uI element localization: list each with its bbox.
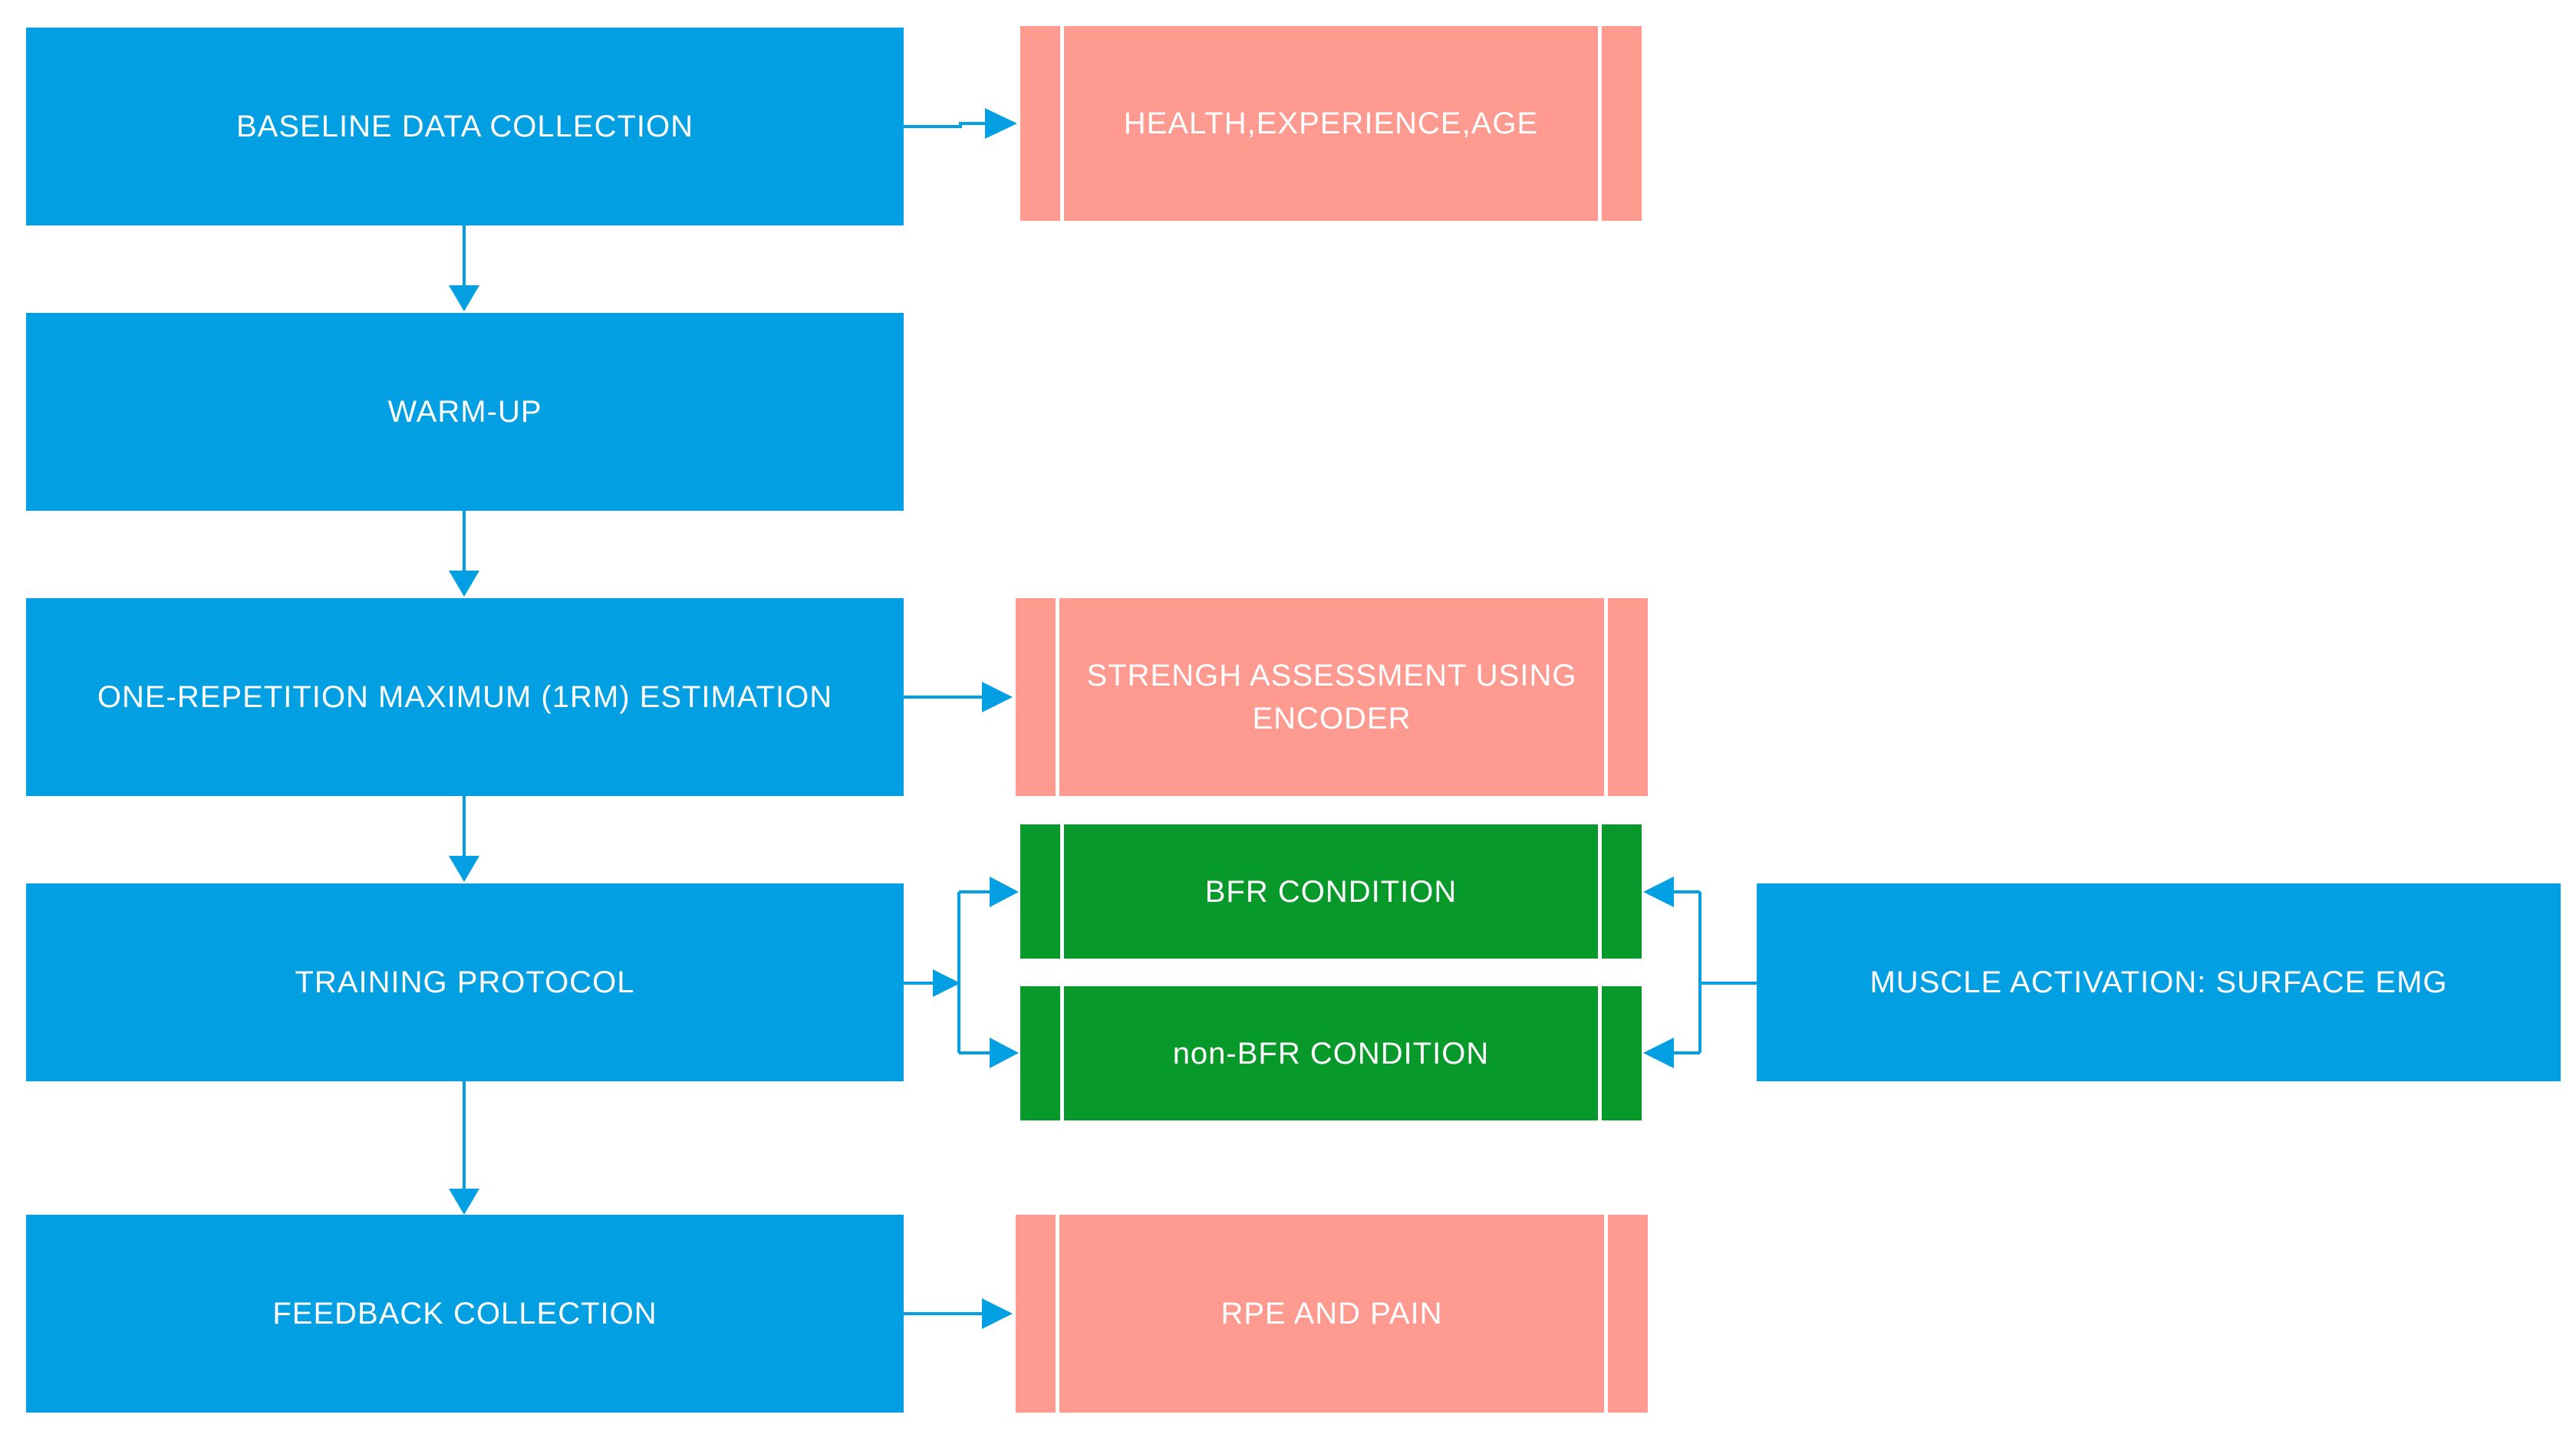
arrow-training-split bbox=[904, 877, 1019, 1068]
outcome-label: RPE AND PAIN bbox=[1220, 1297, 1443, 1331]
box-side-bar bbox=[1604, 1215, 1608, 1413]
step-label: BASELINE DATA COLLECTION bbox=[236, 110, 693, 143]
outcome-label: STRENGH ASSESSMENT USING ENCODER bbox=[1086, 659, 1577, 735]
condition-label: BFR CONDITION bbox=[1204, 874, 1458, 909]
arrow-baseline-to-warmup bbox=[449, 225, 479, 311]
arrow-baseline-to-health bbox=[904, 108, 1017, 139]
measurement-surface-emg: MUSCLE ACTIVATION: SURFACE EMG bbox=[1757, 883, 2561, 1081]
step-1rm-estimation: ONE-REPETITION MAXIMUM (1RM) ESTIMATION bbox=[26, 598, 904, 796]
arrow-feedback-to-rpe bbox=[904, 1298, 1013, 1329]
box-side-bar bbox=[1056, 598, 1059, 796]
step-baseline-data-collection: BASELINE DATA COLLECTION bbox=[26, 28, 904, 225]
step-training-protocol: TRAINING PROTOCOL bbox=[26, 883, 904, 1081]
outcome-rpe-and-pain: RPE AND PAIN bbox=[1016, 1215, 1648, 1413]
outcome-strength-assessment: STRENGH ASSESSMENT USING ENCODER bbox=[1016, 598, 1648, 796]
box-side-bar bbox=[1060, 26, 1064, 221]
condition-bfr: BFR CONDITION bbox=[1020, 824, 1642, 959]
arrow-warmup-to-1rm bbox=[449, 511, 479, 597]
box-side-bar bbox=[1598, 986, 1602, 1120]
arrow-1rm-to-strength bbox=[904, 682, 1013, 712]
step-label: WARM-UP bbox=[387, 395, 542, 429]
outcome-health-experience-age: HEALTH,EXPERIENCE,AGE bbox=[1020, 26, 1642, 221]
step-feedback-collection: FEEDBACK COLLECTION bbox=[26, 1215, 904, 1413]
outcome-label: HEALTH,EXPERIENCE,AGE bbox=[1123, 107, 1539, 140]
step-label: ONE-REPETITION MAXIMUM (1RM) ESTIMATION bbox=[97, 680, 833, 714]
arrow-1rm-to-training bbox=[449, 796, 479, 882]
step-label: TRAINING PROTOCOL bbox=[295, 966, 635, 999]
condition-non-bfr: non-BFR CONDITION bbox=[1020, 986, 1642, 1120]
box-side-bar bbox=[1060, 986, 1064, 1120]
step-warm-up: WARM-UP bbox=[26, 313, 904, 511]
arrow-training-to-feedback bbox=[449, 1081, 479, 1215]
condition-label: non-BFR CONDITION bbox=[1172, 1036, 1490, 1071]
arrow-emg-to-conditions bbox=[1643, 877, 1757, 1068]
measurement-label: MUSCLE ACTIVATION: SURFACE EMG bbox=[1869, 966, 2448, 999]
box-side-bar bbox=[1598, 824, 1602, 959]
box-side-bar bbox=[1060, 824, 1064, 959]
box-side-bar bbox=[1604, 598, 1608, 796]
box-side-bar bbox=[1598, 26, 1602, 221]
step-label: FEEDBACK COLLECTION bbox=[272, 1297, 657, 1331]
box-side-bar bbox=[1056, 1215, 1059, 1413]
